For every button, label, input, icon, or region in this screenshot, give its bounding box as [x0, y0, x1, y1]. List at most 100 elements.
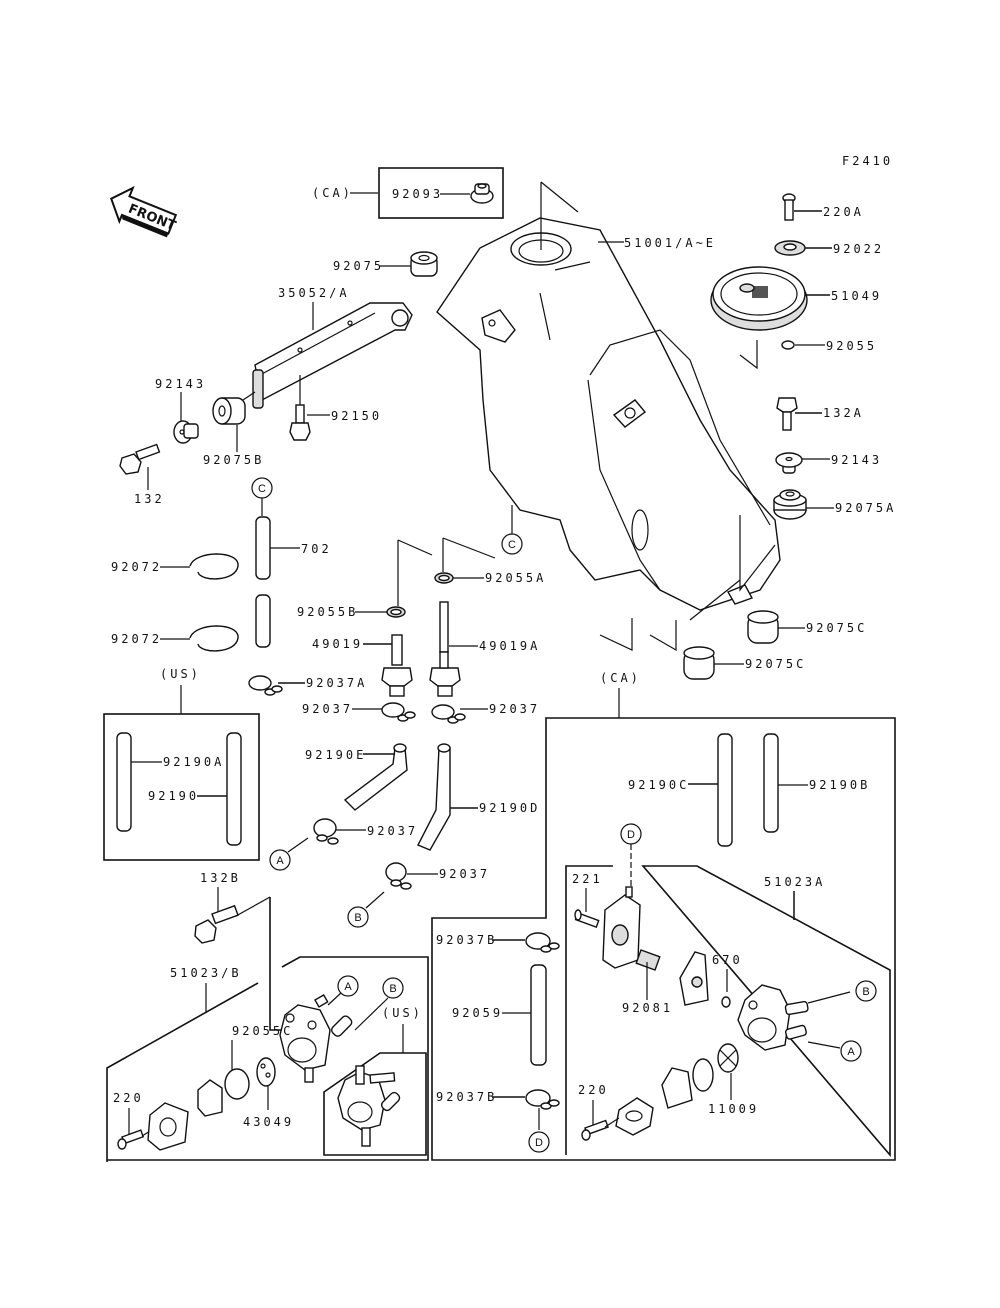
screw-icon [581, 1119, 609, 1141]
filter-screen-icon [717, 1043, 739, 1073]
grommet-icon [212, 397, 246, 425]
part-label-92143-left: 92143 [155, 377, 206, 391]
part-label-132b: 132B [200, 871, 241, 885]
part-label-220a: 220A [823, 205, 864, 219]
part-label-35052: 35052/A [278, 286, 350, 300]
part-label-92075c-bottom: 92075C [745, 657, 806, 671]
gasket-icon [256, 1057, 276, 1087]
part-label-92037-right: 92037 [489, 702, 540, 716]
part-label-92075c-top: 92075C [806, 621, 867, 635]
hose-icon [763, 733, 779, 833]
part-label-92190c: 92190C [628, 778, 689, 792]
part-label-92190d: 92190D [479, 801, 540, 815]
cap-nut-icon [470, 183, 494, 204]
part-label-92075a: 92075A [835, 501, 896, 515]
region-label-us-left: (US) [160, 667, 201, 681]
part-label-49019a: 49019A [479, 639, 540, 653]
part-label-92190: 92190 [148, 789, 199, 803]
collar-icon [173, 420, 199, 444]
part-label-92150: 92150 [331, 409, 382, 423]
part-label-92037-left: 92037 [302, 702, 353, 716]
hose-clip-icon [313, 818, 339, 845]
ca-fuel-tap-kit-box [431, 717, 896, 1161]
part-label-220-right: 220 [578, 1083, 609, 1097]
hose-icon [530, 964, 547, 1066]
bent-hose-icon [417, 747, 451, 851]
o-ring-icon [781, 340, 795, 350]
hose-icon [717, 733, 733, 847]
part-label-92055b: 92055B [297, 605, 358, 619]
washer-icon [774, 240, 806, 256]
callout-a [840, 1040, 862, 1062]
fuel-tank-icon [436, 217, 781, 621]
part-label-92037b-top: 92037B [436, 933, 497, 947]
callout-b [855, 980, 877, 1002]
fuel-tap-body-icon [337, 1065, 401, 1147]
fuel-tap-body-icon [279, 994, 353, 1083]
part-label-92075b: 92075B [203, 453, 264, 467]
callout-d [528, 1131, 550, 1153]
part-label-92055c: 92055C [232, 1024, 293, 1038]
callout-b-label: B [389, 983, 396, 995]
callout-b [382, 977, 404, 999]
region-label-us-bottom: (US) [382, 1006, 423, 1020]
callout-a-label: A [344, 981, 352, 993]
part-label-11009: 11009 [708, 1102, 759, 1116]
clamp-icon [189, 553, 239, 580]
part-label-92037-a: 92037 [367, 824, 418, 838]
us-hose-box [103, 713, 260, 861]
part-label-92059: 92059 [452, 1006, 503, 1020]
part-label-92081: 92081 [622, 1001, 673, 1015]
part-label-92055a: 92055A [485, 571, 546, 585]
part-label-92072-top: 92072 [111, 560, 162, 574]
part-label-92037-b: 92037 [439, 867, 490, 881]
part-label-51049: 51049 [831, 289, 882, 303]
grommet-icon [773, 489, 807, 520]
fuel-pipe-icon [429, 601, 461, 697]
part-label-702: 702 [301, 542, 332, 556]
screw-icon [782, 193, 796, 221]
bolt-icon [119, 443, 161, 475]
hose-clip-icon [385, 862, 412, 890]
part-label-43049: 43049 [243, 1115, 294, 1129]
part-label-92093: 92093 [392, 187, 443, 201]
screw-icon [117, 1129, 145, 1150]
part-label-92072-bottom: 92072 [111, 632, 162, 646]
collar-icon [775, 452, 803, 474]
hose-icon [116, 732, 132, 832]
clamp-icon [189, 625, 239, 652]
callout-d-label: D [627, 829, 635, 841]
part-label-670: 670 [712, 953, 743, 967]
part-label-92055: 92055 [826, 339, 877, 353]
callout-a-label: A [847, 1046, 855, 1058]
hose-clip-icon [525, 932, 560, 953]
part-label-51023b: 51023/B [170, 966, 242, 980]
bracket-icon [252, 302, 413, 409]
fuel-pipe-icon [381, 634, 413, 697]
fuel-tap-assembly-box [565, 865, 891, 1158]
front-arrow-icon: FRONT [110, 185, 178, 238]
hose-clip-icon [431, 704, 466, 724]
us-fuel-tap-box [323, 1052, 427, 1156]
callout-c-label: C [258, 483, 266, 495]
ca-kit-box [378, 167, 504, 219]
lever-icon [661, 1067, 693, 1109]
callout-c-label: C [508, 539, 516, 551]
part-label-220-left: 220 [113, 1091, 144, 1105]
tap-plate-icon [615, 1097, 654, 1136]
callout-b [347, 906, 369, 928]
o-ring-icon [721, 996, 731, 1008]
bolt-icon [776, 397, 798, 431]
cap-grommet-icon [747, 610, 779, 644]
hose-clip-icon [248, 675, 283, 696]
grommet-icon [410, 251, 438, 277]
callout-b-label: B [354, 912, 361, 924]
spring-icon [635, 949, 661, 971]
part-label-92190b: 92190B [809, 778, 870, 792]
tap-cover-icon [602, 886, 641, 969]
tap-plate-icon [147, 1102, 189, 1151]
figure-code: F2410 [842, 154, 893, 168]
part-label-92075: 92075 [333, 259, 384, 273]
o-ring-icon [692, 1058, 714, 1092]
